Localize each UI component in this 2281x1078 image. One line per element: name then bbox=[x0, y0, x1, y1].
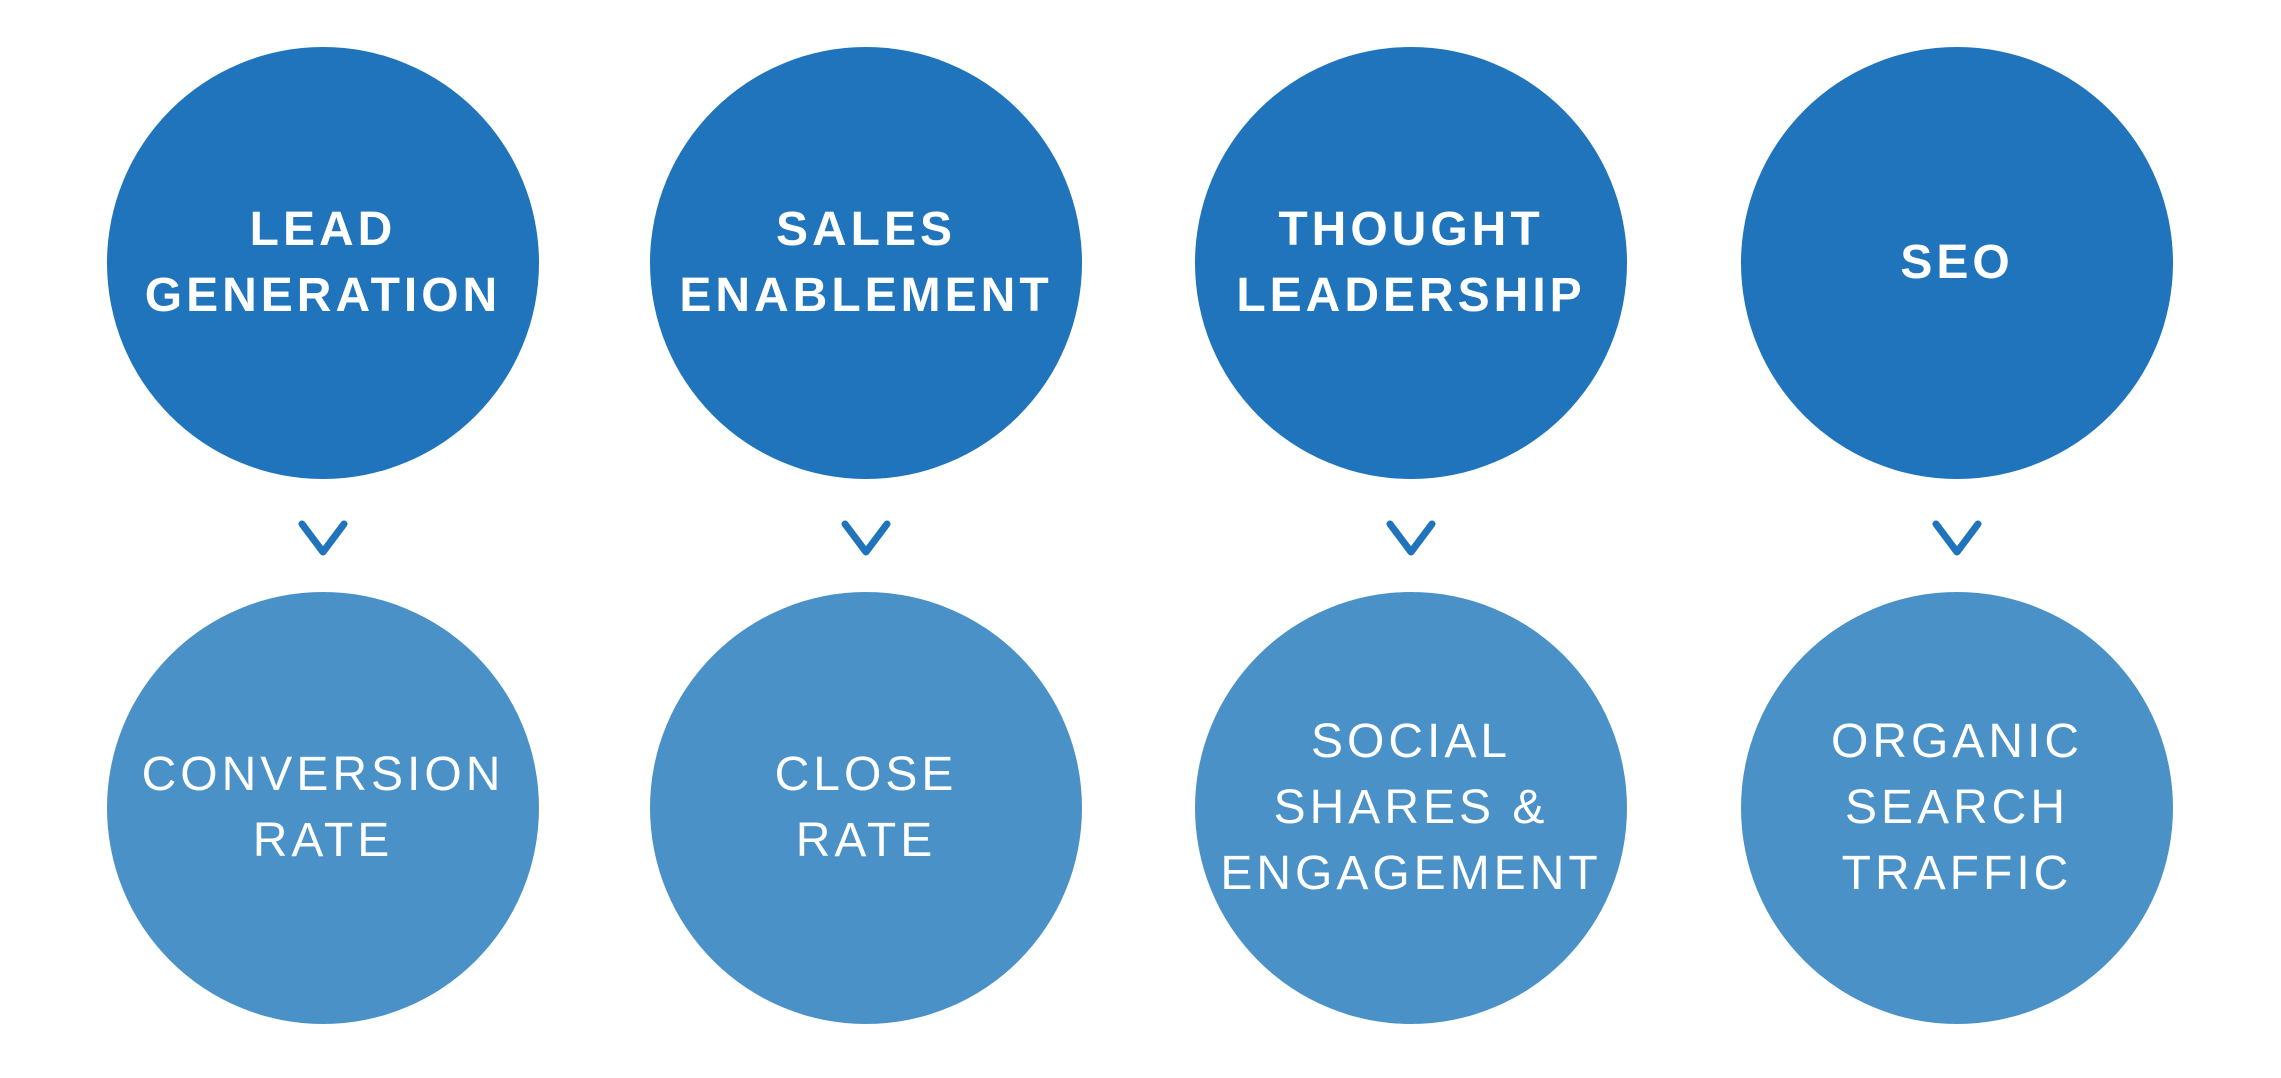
strategy-circle-label-line: THOUGHT bbox=[1278, 203, 1544, 256]
metric-circle: ORGANIC SEARCH TRAFFIC bbox=[1741, 592, 2173, 1024]
metric-circle-label-line: ENGAGEMENT bbox=[1220, 847, 1602, 900]
metric-circle-label-line: CLOSE bbox=[774, 748, 958, 801]
strategy-circle-label-line: SEO bbox=[1900, 236, 2014, 289]
strategy-circle-label-line: ENABLEMENT bbox=[679, 269, 1053, 322]
metric-circle-label-line: TRAFFIC bbox=[1841, 847, 2073, 900]
strategy-circle: THOUGHT LEADERSHIP bbox=[1195, 47, 1627, 479]
chevron-down-icon bbox=[841, 520, 891, 556]
metric-circle-label-line: CONVERSION bbox=[141, 748, 505, 801]
metric-circle-label-line: SOCIAL bbox=[1310, 715, 1512, 768]
metric-circle-label-line: ORGANIC bbox=[1830, 715, 2083, 768]
metric-circle-label-line: RATE bbox=[252, 814, 394, 867]
strategy-circle-label-line: GENERATION bbox=[144, 269, 502, 322]
strategy-circle-label-line: SALES bbox=[775, 203, 957, 256]
strategy-circle: LEAD GENERATION bbox=[107, 47, 539, 479]
metric-circle-label-line: RATE bbox=[795, 814, 937, 867]
metric-circle-label-line: SHARES & bbox=[1273, 781, 1549, 834]
metric-circle: SOCIAL SHARES & ENGAGEMENT bbox=[1195, 592, 1627, 1024]
chevron-down-icon bbox=[1386, 520, 1436, 556]
strategy-circle-label-line: LEADERSHIP bbox=[1236, 269, 1586, 322]
metric-circle-label-line: SEARCH bbox=[1844, 781, 2070, 834]
strategy-circle-label-line: LEAD bbox=[249, 203, 397, 256]
chevron-down-icon bbox=[298, 520, 348, 556]
strategy-circle: SEO bbox=[1741, 47, 2173, 479]
metric-circle: CONVERSION RATE bbox=[107, 592, 539, 1024]
metric-circle: CLOSE RATE bbox=[650, 592, 1082, 1024]
chevron-down-icon bbox=[1932, 520, 1982, 556]
strategy-circle: SALES ENABLEMENT bbox=[650, 47, 1082, 479]
